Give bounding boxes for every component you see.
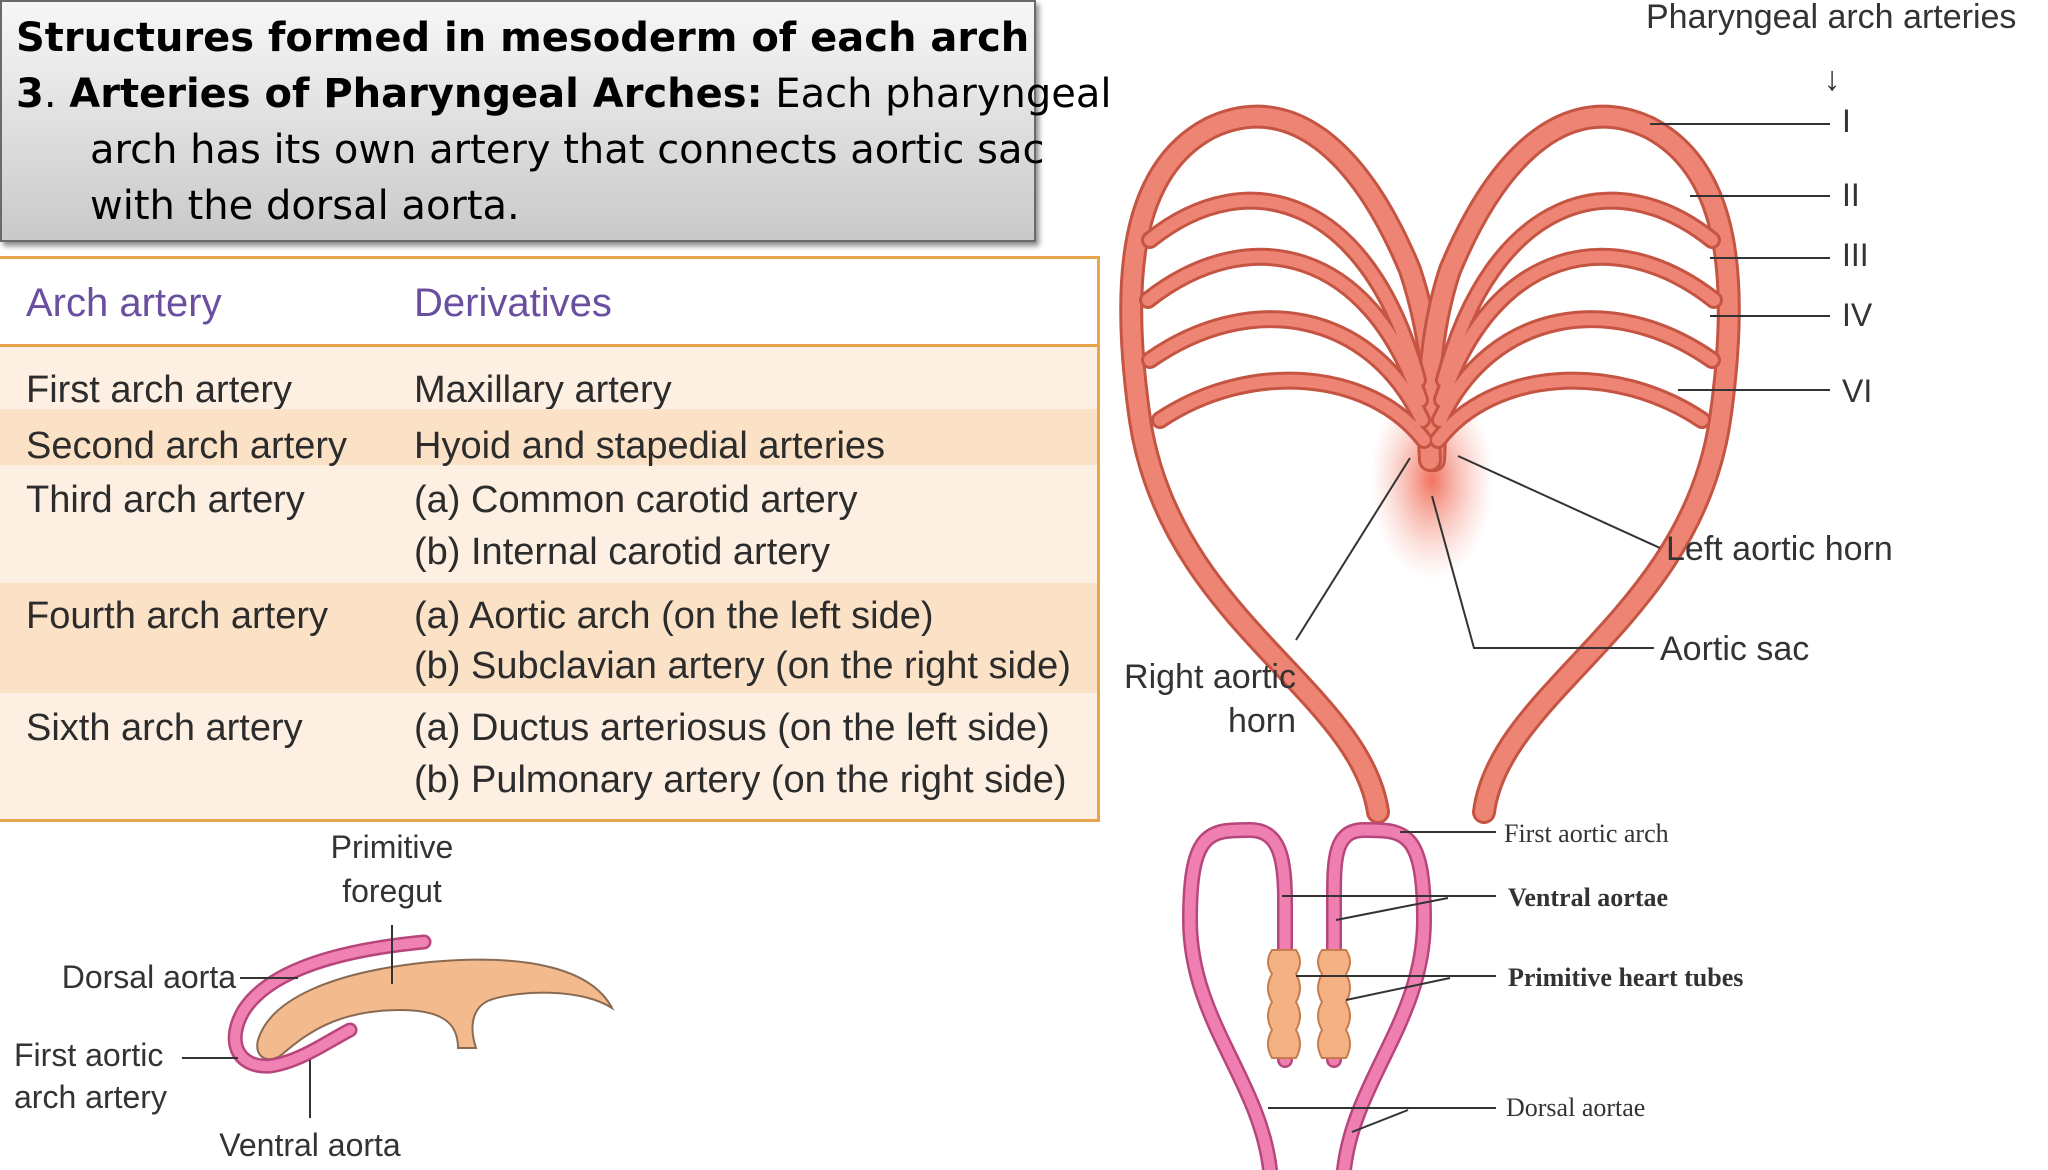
title-separator: .	[43, 71, 70, 117]
right-heart-tube	[1267, 949, 1301, 1059]
arch-artery-table: Arch artery Derivatives First arch arter…	[0, 256, 1100, 822]
table-header: Arch artery Derivatives	[0, 259, 1097, 347]
title-number: 3	[16, 71, 44, 117]
leader-right-aortic-horn	[1295, 457, 1411, 641]
title-box: Structures formed in mesoderm of each ar…	[0, 0, 1112, 242]
title-line-3: arch has its own artery that connects ao…	[90, 127, 1045, 173]
arch-diagram-title: Pharyngeal arch arteries	[1646, 0, 2016, 36]
pharyngeal-arch-arteries: Pharyngeal arch arteries ↓ I II III IV V…	[1119, 0, 2016, 824]
table-row: First arch artery Maxillary artery	[0, 351, 1097, 411]
foregut-diagram: Primitive foregut Dorsal aorta First aor…	[14, 829, 615, 1163]
right-aortic-horn	[1122, 107, 1444, 821]
table-row: Second arch artery Hyoid and stapedial a…	[0, 409, 1097, 467]
numeral-VI: VI	[1842, 373, 1872, 409]
row-derivative: (a) Ductus arteriosus (on the left side)	[414, 707, 1050, 749]
leader-ventral-aortae-2	[1335, 897, 1449, 921]
ventral-aorta-label: Ventral aorta	[219, 1127, 401, 1163]
table-row: Fourth arch artery (a) Aortic arch (on t…	[0, 583, 1097, 693]
aortic-sac-shape	[1370, 380, 1494, 580]
dorsal-aorta-label: Dorsal aorta	[62, 959, 237, 995]
right-aortic-horn-label-2: horn	[1228, 702, 1296, 740]
heart-tubes-diagram: First aortic arch Ventral aortae Primiti…	[1181, 819, 1743, 1170]
row-artery: Second arch artery	[26, 425, 348, 467]
left-heart-tube	[1317, 949, 1351, 1059]
right-aortic-horn-label-1: Right aortic	[1124, 658, 1296, 696]
left-dorsal-aorta	[1328, 824, 1430, 1170]
first-aortic-arch-label: First aortic arch	[1504, 819, 1669, 848]
dorsal-aortae-label: Dorsal aortae	[1506, 1093, 1645, 1122]
numeral-I: I	[1842, 103, 1851, 139]
title-heading: Structures formed in mesoderm of each ar…	[16, 15, 1030, 61]
table-row: Sixth arch artery (a) Ductus arteriosus …	[0, 693, 1097, 819]
leader-aortic-sac	[1431, 495, 1654, 649]
arch-diagram-arrow: ↓	[1824, 60, 1841, 98]
title-rest-text: Each pharyngeal	[762, 71, 1112, 117]
row-derivative: (a) Common carotid artery	[414, 479, 858, 521]
row-derivative: Hyoid and stapedial arteries	[414, 425, 886, 467]
leader-dorsal-aortae-2	[1351, 1109, 1409, 1133]
row-derivative: Maxillary artery	[414, 369, 672, 411]
table-row: Third arch artery (a) Common carotid art…	[0, 465, 1097, 583]
header-derivatives: Derivatives	[414, 281, 612, 325]
row-derivative: (b) Subclavian artery (on the right side…	[414, 645, 1071, 687]
row-derivative: (a) Aortic arch (on the left side)	[414, 595, 934, 637]
first-aortic-arch-artery-label-1: First aortic	[14, 1037, 163, 1073]
row-derivative: (b) Internal carotid artery	[414, 531, 831, 573]
first-aortic-arch-artery-label-2: arch artery	[14, 1079, 167, 1115]
title-point-3: 3. Arteries of Pharyngeal Arches: Each p…	[16, 66, 1112, 122]
title-line-4: with the dorsal aorta.	[90, 183, 520, 229]
header-arch-artery: Arch artery	[26, 281, 222, 325]
row-artery: First arch artery	[26, 369, 293, 411]
row-artery: Third arch artery	[26, 479, 305, 521]
title-bold-text: Arteries of Pharyngeal Arches:	[69, 71, 763, 117]
aortic-sac-label: Aortic sac	[1660, 630, 1809, 668]
row-artery: Sixth arch artery	[26, 707, 303, 749]
primitive-foregut-label-1: Primitive	[331, 829, 454, 865]
dorsal-aorta-vessel	[230, 937, 429, 1072]
primitive-heart-tubes-label: Primitive heart tubes	[1508, 963, 1743, 992]
right-dorsal-aorta	[1184, 824, 1291, 1170]
numeral-II: II	[1842, 177, 1860, 213]
ventral-aortae-label: Ventral aortae	[1508, 883, 1668, 912]
primitive-foregut-label-2: foregut	[342, 873, 442, 909]
numeral-IV: IV	[1842, 297, 1873, 333]
primitive-foregut-shape	[256, 958, 615, 1061]
numeral-III: III	[1842, 237, 1869, 273]
row-artery: Fourth arch artery	[26, 595, 328, 637]
leader-heart-tubes-2	[1345, 977, 1451, 1001]
row-derivative: (b) Pulmonary artery (on the right side)	[414, 759, 1067, 801]
left-aortic-horn	[1419, 107, 1738, 821]
left-aortic-horn-label: Left aortic horn	[1666, 530, 1893, 568]
leader-left-aortic-horn	[1457, 455, 1661, 549]
